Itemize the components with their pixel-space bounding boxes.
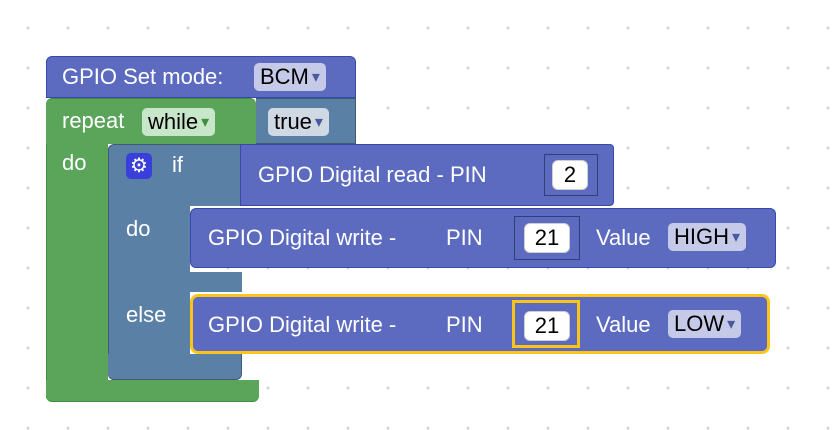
true-value: true <box>274 109 312 134</box>
read-pin-input[interactable]: 2 <box>552 160 588 190</box>
write-low-value-dropdown[interactable]: LOW▾ <box>668 310 742 338</box>
write-high-label: GPIO Digital write - <box>208 225 397 250</box>
set-mode-value: BCM <box>260 64 309 89</box>
repeat-while-block[interactable] <box>46 98 259 402</box>
true-value-dropdown[interactable]: true▾ <box>268 108 329 136</box>
write-high-value-label: Value <box>596 225 651 250</box>
repeat-label: repeat <box>62 108 125 133</box>
write-low-label: GPIO Digital write - <box>208 312 397 337</box>
repeat-do-label: do <box>62 150 87 175</box>
write-high-pin-label: PIN <box>446 225 483 250</box>
if-footer <box>108 354 242 380</box>
chevron-down-icon: ▾ <box>201 114 210 131</box>
digital-read-label: GPIO Digital read - PIN <box>258 162 487 187</box>
write-low-pin-input[interactable]: 21 <box>524 311 570 341</box>
if-mid <box>188 272 242 292</box>
chevron-down-icon: ▾ <box>732 229 741 246</box>
write-low-value-label: Value <box>596 312 651 337</box>
repeat-footer <box>46 380 259 402</box>
set-mode-label: GPIO Set mode: <box>62 64 224 89</box>
write-high-value: HIGH <box>674 224 729 249</box>
write-high-value-dropdown[interactable]: HIGH▾ <box>668 223 747 251</box>
write-low-pin-label: PIN <box>446 312 483 337</box>
write-high-pin-input[interactable]: 21 <box>524 223 570 253</box>
chevron-down-icon: ▾ <box>727 316 736 333</box>
repeat-mode-dropdown[interactable]: while▾ <box>142 108 216 136</box>
chevron-down-icon: ▾ <box>311 69 320 86</box>
set-mode-dropdown[interactable]: BCM▾ <box>254 63 326 91</box>
chevron-down-icon: ▾ <box>314 114 323 131</box>
if-do-label: do <box>126 216 151 241</box>
if-label: if <box>172 152 183 177</box>
else-label: else <box>126 302 167 327</box>
write-low-value: LOW <box>674 311 725 336</box>
gear-icon[interactable]: ⚙ <box>126 153 152 179</box>
repeat-spine <box>46 144 108 398</box>
if-spine <box>108 206 190 380</box>
repeat-mode-value: while <box>148 109 199 134</box>
